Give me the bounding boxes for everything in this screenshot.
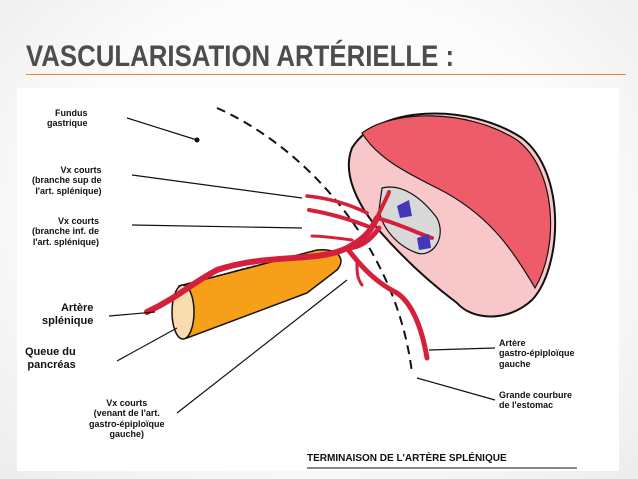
- label-fundus: Fundus gastrique: [47, 108, 88, 129]
- label-vx-courts-sup: Vx courts (branche sup de l'art. spléniq…: [32, 165, 102, 196]
- anatomical-diagram: Fundus gastrique Vx courts (branche sup …: [17, 88, 619, 471]
- label-vx-courts-inf: Vx courts (branche inf. de l'art. spléni…: [32, 216, 100, 247]
- fundus-dot: [194, 137, 200, 143]
- label-queue-pancreas: Queue du pancréas: [25, 346, 76, 371]
- splenic-artery: [144, 190, 434, 361]
- pancreas-tail: [171, 249, 342, 340]
- label-artere-splenique: Artère splénique: [42, 302, 94, 327]
- leader-lines: [108, 117, 496, 414]
- slide-title: VASCULARISATION ARTÉRIELLE :: [26, 40, 455, 73]
- splenic-veins: [397, 200, 431, 250]
- figure-caption: TERMINAISON DE L'ARTÈRE SPLÉNIQUE: [307, 453, 507, 464]
- label-vx-courts-gauche: Vx courts (venant de l'art. gastro-épipl…: [89, 398, 165, 440]
- diagram-drawing: [108, 107, 577, 469]
- label-artere-gastro: Artère gastro-épiploïque gauche: [499, 338, 575, 369]
- title-underline: [26, 74, 626, 75]
- label-grande-courbure: Grande courbure de l'estomac: [499, 390, 573, 411]
- spleen-surface: [361, 115, 552, 290]
